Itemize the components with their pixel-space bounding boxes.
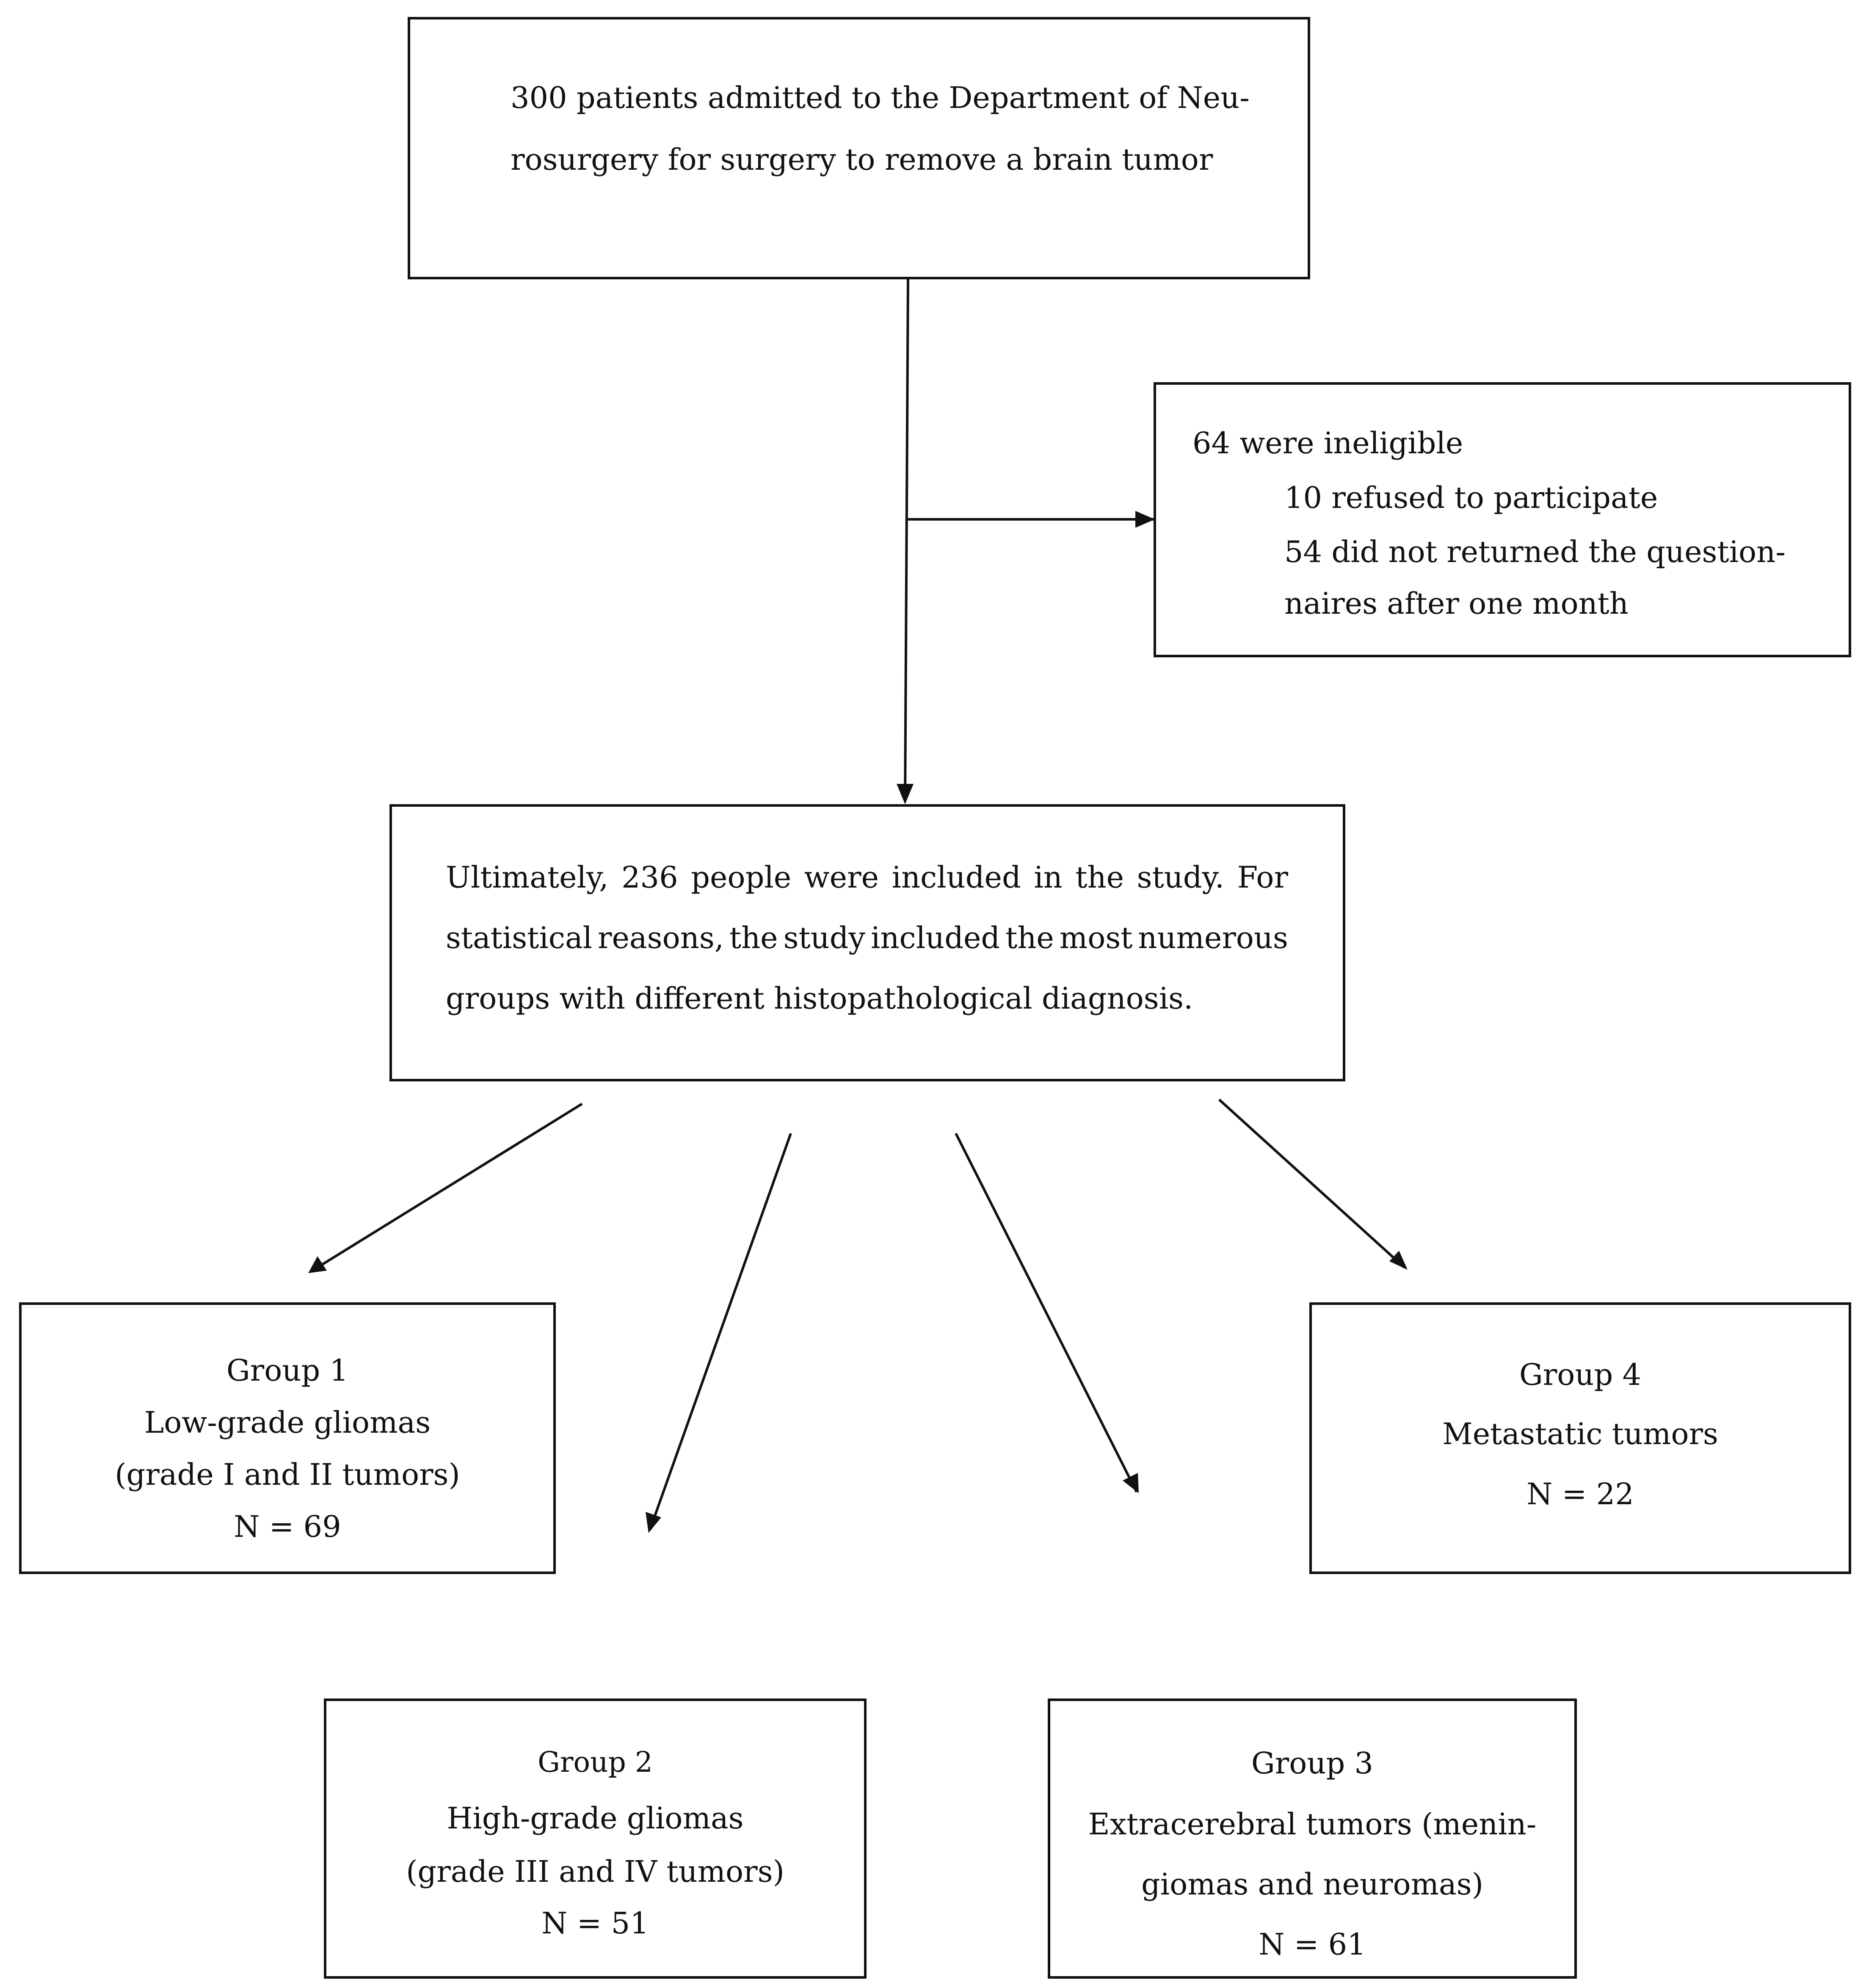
ineligible-refused: 10 refused to participate — [1284, 480, 1658, 515]
arrow-top-to-included — [904, 279, 909, 802]
admitted-line-1: 300 patients admitted to the Department … — [511, 80, 1250, 115]
group-4-title: Group 4 — [1519, 1357, 1642, 1392]
included-word: statistical — [446, 921, 593, 955]
included-word: included — [892, 860, 1021, 895]
included-word: study — [783, 921, 866, 955]
included-word: numerous — [1138, 921, 1288, 955]
included-word: reasons, — [598, 921, 724, 955]
group-2-count: N = 51 — [541, 1906, 649, 1941]
included-word: study. — [1137, 860, 1225, 895]
arrowhead-group2 — [646, 1512, 661, 1533]
group-3-detail: giomas and neuromas) — [1141, 1867, 1484, 1902]
included-word: 236 — [621, 860, 678, 895]
included-line-2: statistical reasons, the study included … — [446, 923, 1288, 953]
arrowhead-group4 — [1389, 1251, 1408, 1270]
group-2-name: High-grade gliomas — [447, 1801, 744, 1836]
group-1-box: Group 1 Low-grade gliomas (grade I and I… — [19, 1302, 556, 1574]
group-3-title: Group 3 — [1251, 1746, 1374, 1781]
included-word: the — [729, 921, 778, 955]
group-1-name: Low-grade gliomas — [144, 1405, 431, 1440]
arrowhead-excluded — [1135, 511, 1155, 528]
included-word: people — [691, 860, 792, 895]
arrow-to-group2 — [649, 1133, 792, 1531]
group-1-title: Group 1 — [226, 1353, 349, 1388]
included-word: were — [804, 860, 879, 895]
group-3-name: Extracerebral tumors (menin- — [1088, 1807, 1537, 1842]
included-box: Ultimately, 236 people were included in … — [389, 804, 1345, 1081]
group-4-box: Group 4 Metastatic tumors N = 22 — [1309, 1302, 1851, 1574]
group-2-title: Group 2 — [538, 1746, 653, 1778]
group-3-count: N = 61 — [1259, 1927, 1366, 1962]
group-1-count: N = 69 — [234, 1509, 341, 1544]
group-4-count: N = 22 — [1526, 1477, 1634, 1511]
arrow-to-group4 — [1218, 1098, 1406, 1269]
ineligible-title: 64 were ineligible — [1192, 426, 1463, 460]
group-4-name: Metastatic tumors — [1442, 1417, 1718, 1451]
group-2-detail: (grade III and IV tumors) — [406, 1854, 784, 1889]
ineligible-not-returned-2: naires after one month — [1284, 586, 1629, 621]
included-line-1: Ultimately, 236 people were included in … — [446, 863, 1288, 892]
arrowhead-included — [897, 784, 914, 804]
included-word: most — [1059, 921, 1133, 955]
included-word: included — [871, 921, 1000, 955]
group-3-box: Group 3 Extracerebral tumors (menin- gio… — [1048, 1698, 1577, 1979]
arrowhead-group1 — [308, 1256, 327, 1273]
admitted-patients-box: 300 patients admitted to the Department … — [408, 17, 1310, 279]
included-word: the — [1005, 921, 1054, 955]
arrow-to-group3 — [955, 1133, 1138, 1493]
included-word: For — [1237, 860, 1288, 895]
group-2-box: Group 2 High-grade gliomas (grade III an… — [324, 1698, 867, 1979]
arrowhead-group3 — [1123, 1473, 1139, 1493]
admitted-line-2: rosurgery for surgery to remove a brain … — [511, 142, 1213, 177]
included-word: Ultimately, — [446, 860, 609, 895]
group-1-detail: (grade I and II tumors) — [115, 1457, 460, 1492]
arrow-to-group1 — [309, 1103, 583, 1273]
included-word: the — [1075, 860, 1124, 895]
included-line-3: groups with different histopathological … — [446, 981, 1193, 1016]
ineligible-box: 64 were ineligible 10 refused to partici… — [1154, 382, 1851, 657]
ineligible-not-returned-1: 54 did not returned the question- — [1284, 535, 1786, 569]
included-word: in — [1034, 860, 1063, 895]
